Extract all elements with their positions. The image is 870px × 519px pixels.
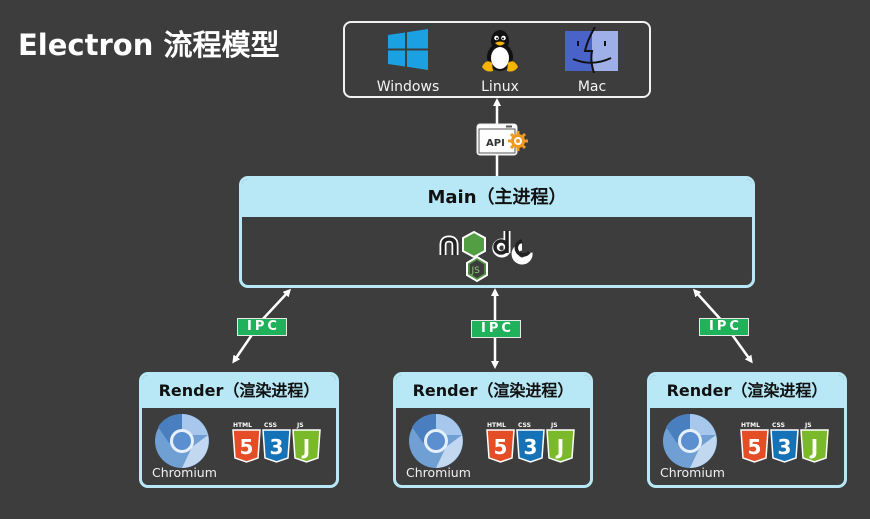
chromium-label: Chromium — [406, 465, 471, 480]
svg-text:HTML: HTML — [233, 422, 252, 429]
svg-text:3: 3 — [778, 435, 792, 459]
windows-logo-icon — [368, 27, 448, 73]
svg-text:CSS: CSS — [264, 422, 277, 429]
os-linux: Linux — [460, 27, 540, 95]
svg-text:5: 5 — [240, 435, 254, 459]
os-label: Windows — [376, 79, 440, 95]
chromium-label: Chromium — [152, 465, 217, 480]
os-platforms-box: Windows Linux — [343, 21, 651, 98]
js-shield-icon — [800, 429, 829, 463]
ipc-badge-middle: IPC — [471, 320, 521, 338]
ipc-left-arrow — [261, 288, 292, 321]
svg-text:JS: JS — [296, 422, 304, 429]
os-windows: Windows — [368, 27, 448, 95]
svg-text:3: 3 — [270, 435, 284, 459]
svg-text:3: 3 — [524, 435, 538, 459]
api-gear-icon: API — [476, 123, 528, 156]
chromium-icon — [154, 413, 210, 469]
api-label: API — [486, 138, 505, 149]
nodejs-sub-label: JS — [471, 266, 481, 276]
svg-text:JS: JS — [550, 422, 558, 429]
os-mac: Mac — [552, 27, 632, 95]
svg-text:HTML: HTML — [487, 422, 506, 429]
page-title: Electron 流程模型 — [18, 28, 280, 62]
svg-text:J: J — [809, 435, 818, 459]
ipc-badge-left: IPC — [237, 318, 287, 336]
js-shield-icon — [292, 429, 321, 463]
js-shield-icon — [546, 429, 575, 463]
linux-tux-icon — [460, 27, 540, 73]
render-process-title: Render（渲染进程） — [142, 375, 336, 408]
chromium-icon — [662, 413, 718, 469]
svg-text:CSS: CSS — [772, 422, 785, 429]
html5-shield-icon — [486, 429, 515, 463]
mac-finder-icon — [552, 27, 632, 73]
ipc-badge-right: IPC — [699, 318, 749, 336]
html5-shield-icon — [740, 429, 769, 463]
svg-text:5: 5 — [494, 435, 508, 459]
os-label: Mac — [577, 79, 607, 95]
svg-text:HTML: HTML — [741, 422, 760, 429]
svg-text:JS: JS — [804, 422, 812, 429]
chromium-icon — [408, 413, 464, 469]
render-process-title: Render（渲染进程） — [650, 375, 844, 408]
render-process-title: Render（渲染进程） — [396, 375, 590, 408]
svg-text:5: 5 — [748, 435, 762, 459]
svg-text:CSS: CSS — [518, 422, 531, 429]
svg-text:J: J — [301, 435, 310, 459]
main-process-title: Main（主进程） — [242, 179, 752, 217]
css3-shield-icon — [770, 429, 799, 463]
css3-shield-icon — [516, 429, 545, 463]
os-label: Linux — [481, 79, 519, 95]
svg-text:J: J — [555, 435, 564, 459]
main-process-box: Main（主进程） JS — [239, 176, 755, 288]
css3-shield-icon — [262, 429, 291, 463]
html5-shield-icon — [232, 429, 261, 463]
chromium-label: Chromium — [660, 465, 725, 480]
nodejs-logo-icon: JS — [437, 227, 537, 285]
